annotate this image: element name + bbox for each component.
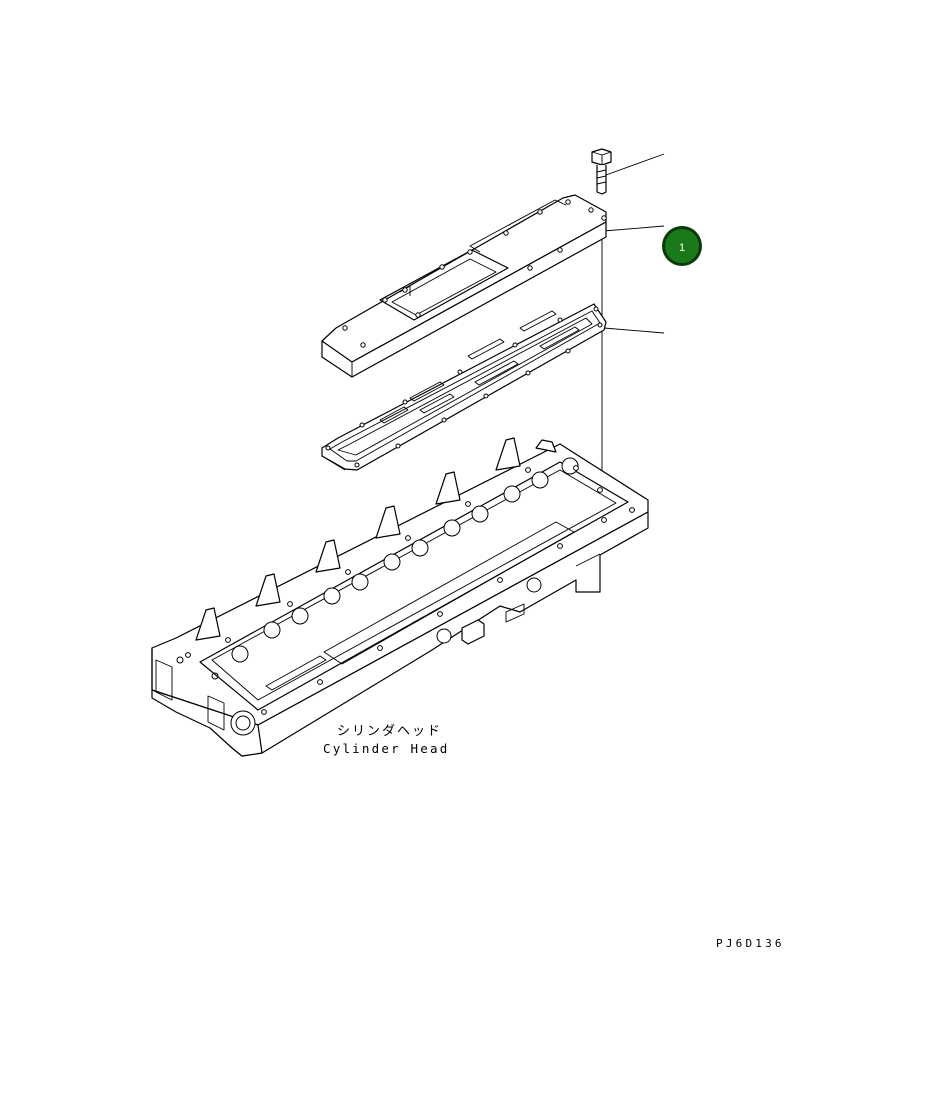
leader-lines [601, 153, 665, 524]
part-name-japanese: シリンダヘッド [337, 724, 442, 739]
gasket-part[interactable] [321, 303, 607, 471]
bolt-part[interactable] [591, 148, 612, 195]
cylinder-head-part [151, 437, 649, 757]
drawing-code: PJ6D136 [716, 937, 785, 950]
gasket-slots [379, 310, 580, 424]
callout-1[interactable]: 1 [662, 226, 702, 266]
part-name-english: Cylinder Head [323, 741, 449, 756]
cover-bolt-holes [342, 199, 607, 348]
head-bolt-holes [185, 465, 635, 715]
valve-ports [231, 457, 579, 663]
callout-1-number: 1 [679, 242, 685, 254]
rocker-pedestals [195, 437, 557, 641]
callout-1-fill [665, 229, 699, 263]
cover-plate-part[interactable] [321, 194, 607, 378]
gasket-holes [325, 306, 603, 468]
